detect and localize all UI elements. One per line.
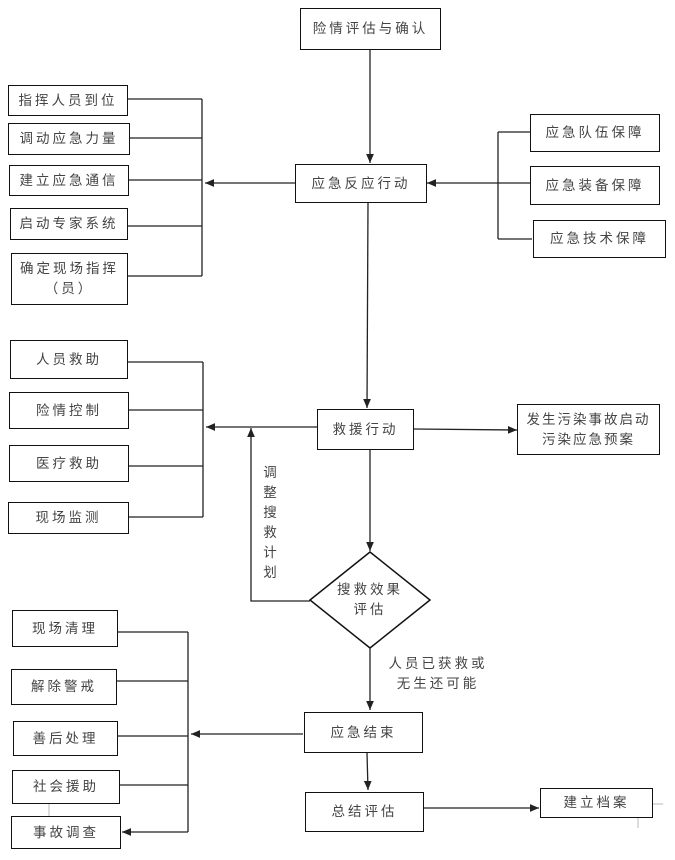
rescue-left-item: 险情控制 [9, 392, 129, 429]
node-assess: 险情评估与确认 [300, 8, 441, 50]
edge-end-summary [363, 752, 372, 791]
node-summary: 总结评估 [305, 792, 424, 832]
node-pollution: 发生污染事故启动污染应急预案 [517, 404, 660, 455]
node-response: 应急反应行动 [295, 164, 427, 203]
response-right-item: 应急队伍保障 [530, 114, 660, 152]
response-left-item: 指挥人员到位 [8, 85, 128, 116]
edge-response-rescue [363, 202, 371, 409]
edge-adjust-loop [247, 428, 310, 602]
end-left-item: 解除警戒 [11, 669, 117, 705]
end-left-item: 善后处理 [13, 721, 118, 756]
rescue-left-item: 现场监测 [8, 502, 129, 534]
response-left-item: 确定现场指挥（员） [11, 253, 128, 305]
node-end: 应急结束 [304, 712, 423, 753]
response-right-item: 应急装备保障 [530, 166, 660, 205]
node-archive: 建立档案 [540, 788, 653, 818]
edge-rescue-pollution [413, 426, 518, 434]
response-left-item: 建立应急通信 [9, 165, 129, 196]
node-evaluate: 搜救效果评估 [337, 582, 403, 618]
edge-label-done: 人员已获救或无生还可能 [388, 656, 488, 692]
response-right-item: 应急技术保障 [533, 220, 666, 258]
rescue-left-item: 人员救助 [10, 340, 128, 379]
end-left-item: 事故调查 [11, 816, 121, 849]
end-left-item: 现场清理 [12, 610, 118, 647]
end-left-item: 社会援助 [12, 770, 120, 804]
response-left-item: 调动应急力量 [8, 123, 130, 155]
rescue-left-item: 医疗救助 [9, 445, 129, 482]
node-rescue: 救援行动 [317, 409, 414, 450]
edge-label-adjust: 调整搜救计划 [263, 465, 277, 581]
response-left-item: 启动专家系统 [10, 208, 128, 240]
